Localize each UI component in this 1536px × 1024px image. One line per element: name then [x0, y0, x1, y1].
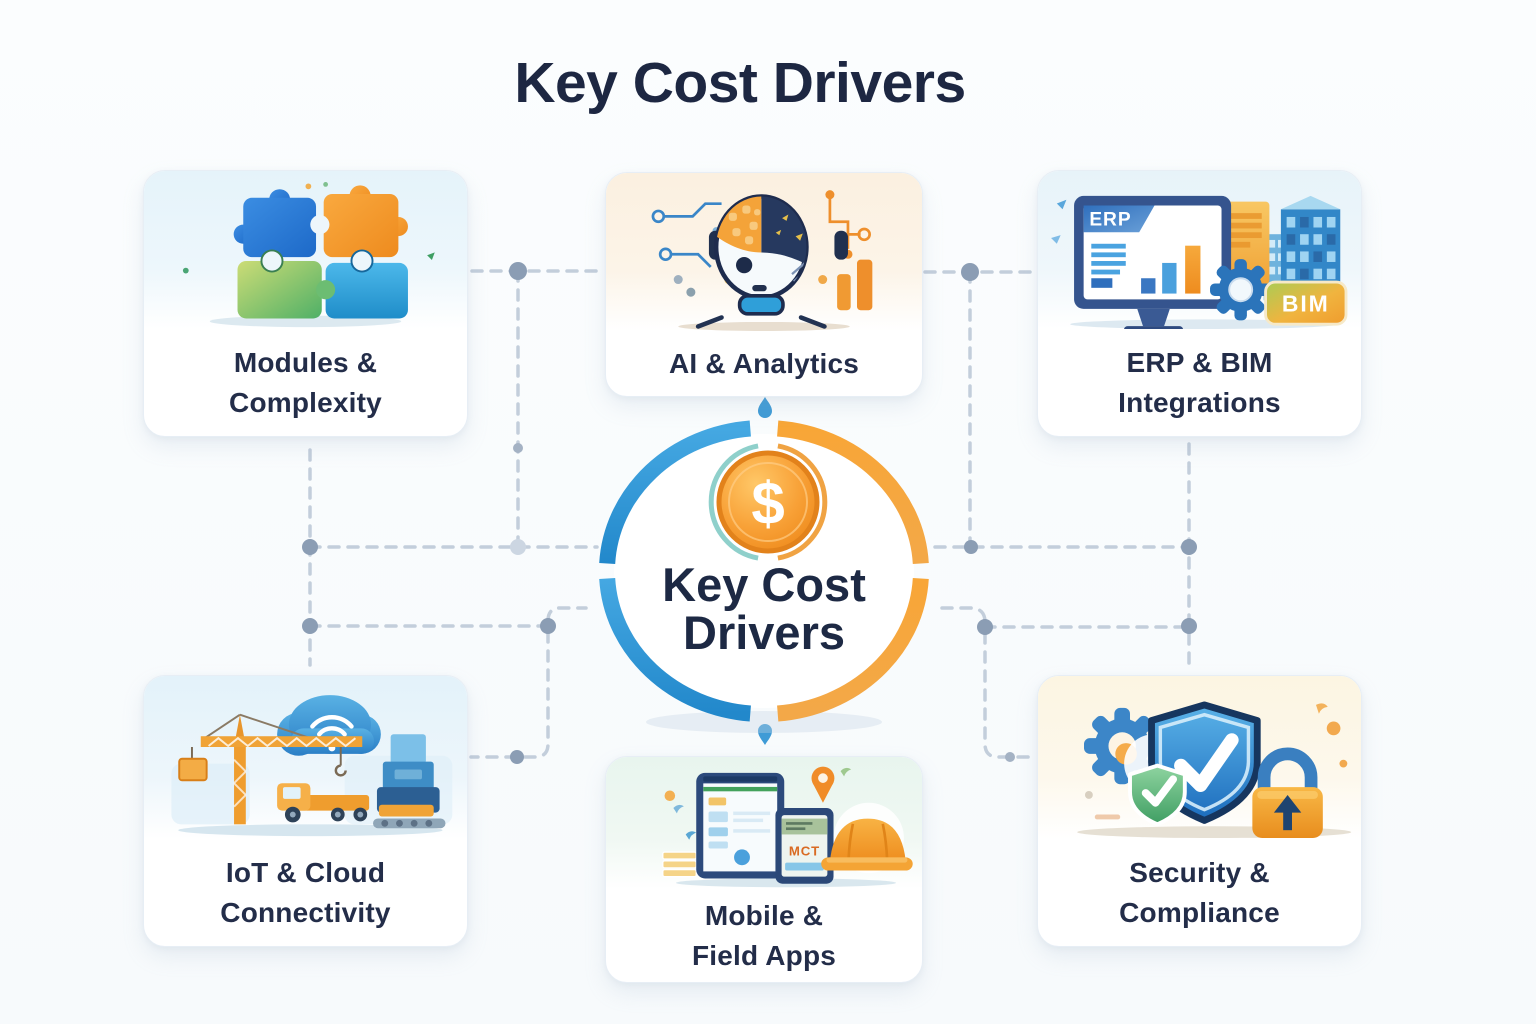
- card-label-mobile: Mobile & Field Apps: [606, 889, 922, 982]
- card-art-security: [1038, 676, 1361, 839]
- label-line: ERP & BIM: [1126, 346, 1273, 378]
- label-line: Security &: [1129, 856, 1270, 888]
- card-mobile-field-apps: MCT: [605, 756, 923, 983]
- phone-screen-label: MCT: [789, 844, 820, 859]
- green-shield-check-icon: [1128, 763, 1187, 827]
- card-label-modules: Modules & Complexity: [144, 329, 467, 436]
- label-line: Integrations: [1118, 386, 1281, 418]
- arrow-down-icon: [758, 724, 772, 745]
- card-label-iot: IoT & Cloud Connectivity: [144, 839, 467, 946]
- robot-head-icon: [651, 190, 873, 331]
- tablet-icon: [696, 772, 785, 879]
- center-title-line2: Drivers: [683, 606, 845, 659]
- crane-cloud-wifi-icon: [171, 695, 453, 837]
- card-art-mobile: MCT: [606, 757, 922, 889]
- padlock-icon: [1252, 747, 1323, 839]
- machinery-icon: [373, 734, 446, 829]
- label-line: Connectivity: [220, 896, 391, 928]
- phone-icon: MCT: [775, 808, 834, 884]
- card-art-ai: [606, 173, 922, 331]
- card-ai-analytics: AI & Analytics: [605, 172, 923, 397]
- center-title-line1: Key Cost: [662, 558, 866, 611]
- location-pin-icon: [811, 766, 835, 803]
- card-label-ai: AI & Analytics: [606, 331, 922, 396]
- arrow-up-icon: [758, 397, 772, 418]
- hard-hat-icon: [821, 802, 913, 874]
- dollar-coin-icon: $: [708, 443, 828, 561]
- label-line: AI & Analytics: [668, 347, 860, 379]
- connector-nodes: [302, 262, 1197, 764]
- center-circle: $ Key Cost Drivers: [599, 420, 929, 733]
- card-label-security: Security & Compliance: [1038, 839, 1361, 946]
- gear-icon: [1210, 259, 1272, 321]
- card-label-erp: ERP & BIM Integrations: [1038, 329, 1361, 436]
- puzzle-pieces-icon: [182, 182, 435, 328]
- card-modules-complexity: Modules & Complexity: [143, 170, 468, 437]
- label-line: Field Apps: [691, 939, 837, 971]
- card-erp-bim-integrations: ERP: [1037, 170, 1362, 437]
- bim-badge-label: BIM: [1282, 291, 1330, 317]
- shield-lock-gear-icon: [1077, 701, 1352, 839]
- card-iot-cloud-connectivity: IoT & Cloud Connectivity: [143, 675, 468, 947]
- card-art-modules: [144, 171, 467, 329]
- label-line: Mobile &: [704, 899, 824, 931]
- label-line: IoT & Cloud: [225, 856, 386, 888]
- card-art-erp: ERP: [1038, 171, 1361, 329]
- monitor-gear-bim-icon: ERP: [1051, 195, 1348, 329]
- label-line: Compliance: [1119, 896, 1280, 928]
- crane-icon: [178, 713, 363, 825]
- label-line: Complexity: [229, 386, 382, 418]
- erp-screen-label: ERP: [1089, 210, 1131, 231]
- truck-icon: [277, 783, 370, 823]
- page-title: Key Cost Drivers: [514, 51, 966, 115]
- label-line: Modules &: [233, 346, 378, 378]
- card-security-compliance: Security & Compliance: [1037, 675, 1362, 947]
- card-art-iot: [144, 676, 467, 839]
- coin-dollar-symbol: $: [751, 470, 784, 537]
- tablet-phone-hardhat-icon: MCT: [662, 766, 913, 888]
